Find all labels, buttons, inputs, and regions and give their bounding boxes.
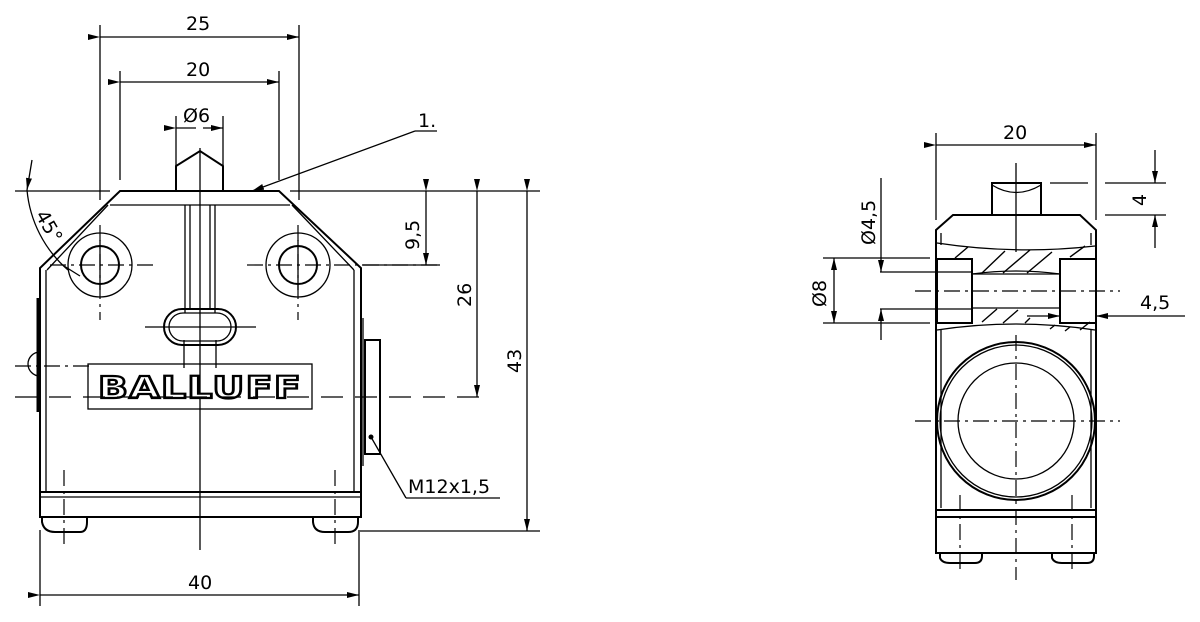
dim-counterbore-depth: 4,5 <box>1027 292 1185 319</box>
dim-inner-width: 20 <box>108 59 280 180</box>
dim-overall-width: 40 <box>28 530 360 606</box>
dim-chamfer-angle: 45° <box>26 159 81 277</box>
callout-text: 1. <box>418 110 436 132</box>
dim-plunger-height: 4 <box>1050 150 1166 248</box>
dim-text-20: 20 <box>186 59 210 81</box>
dim-text-side-20: 20 <box>1003 122 1027 144</box>
logo-text: BALLUFF <box>98 371 302 406</box>
m12-thread-end <box>915 335 1120 580</box>
mounting-hole-left <box>50 225 155 320</box>
dim-text-9-5: 9,5 <box>402 220 424 250</box>
callout-1: 1. <box>251 110 437 192</box>
dim-text-26: 26 <box>454 283 476 307</box>
mounting-hole-right <box>247 225 440 320</box>
dim-text-d8: Ø8 <box>809 280 831 307</box>
dim-text-45: 45° <box>31 207 67 247</box>
dim-text-d6: Ø6 <box>183 105 210 127</box>
side-view: 20 4 <box>809 122 1185 580</box>
dim-hole-offset: 9,5 <box>362 179 440 266</box>
dim-text-43: 43 <box>504 349 526 373</box>
dim-text-40: 40 <box>188 572 212 594</box>
dim-thread-height: 26 <box>454 179 480 397</box>
dim-side-width: 20 <box>924 122 1097 220</box>
balluff-logo: BALLUFF <box>87 363 313 410</box>
dim-hole-diameter: Ø4,5 <box>858 178 884 340</box>
dim-text-4-5: 4,5 <box>1140 292 1170 314</box>
dim-text-4: 4 <box>1129 194 1151 206</box>
dim-text-d4-5: Ø4,5 <box>858 200 880 245</box>
dim-text-m12: M12x1,5 <box>408 476 490 498</box>
dim-overall-height: 43 <box>360 179 540 532</box>
dim-overall-top-width: 25 <box>88 13 300 200</box>
dim-counterbore-diameter: Ø8 <box>809 257 930 324</box>
front-view: 25 20 Ø6 1. <box>15 13 540 606</box>
m12-thread: M12x1,5 <box>360 318 500 499</box>
dim-text-25: 25 <box>186 13 210 35</box>
